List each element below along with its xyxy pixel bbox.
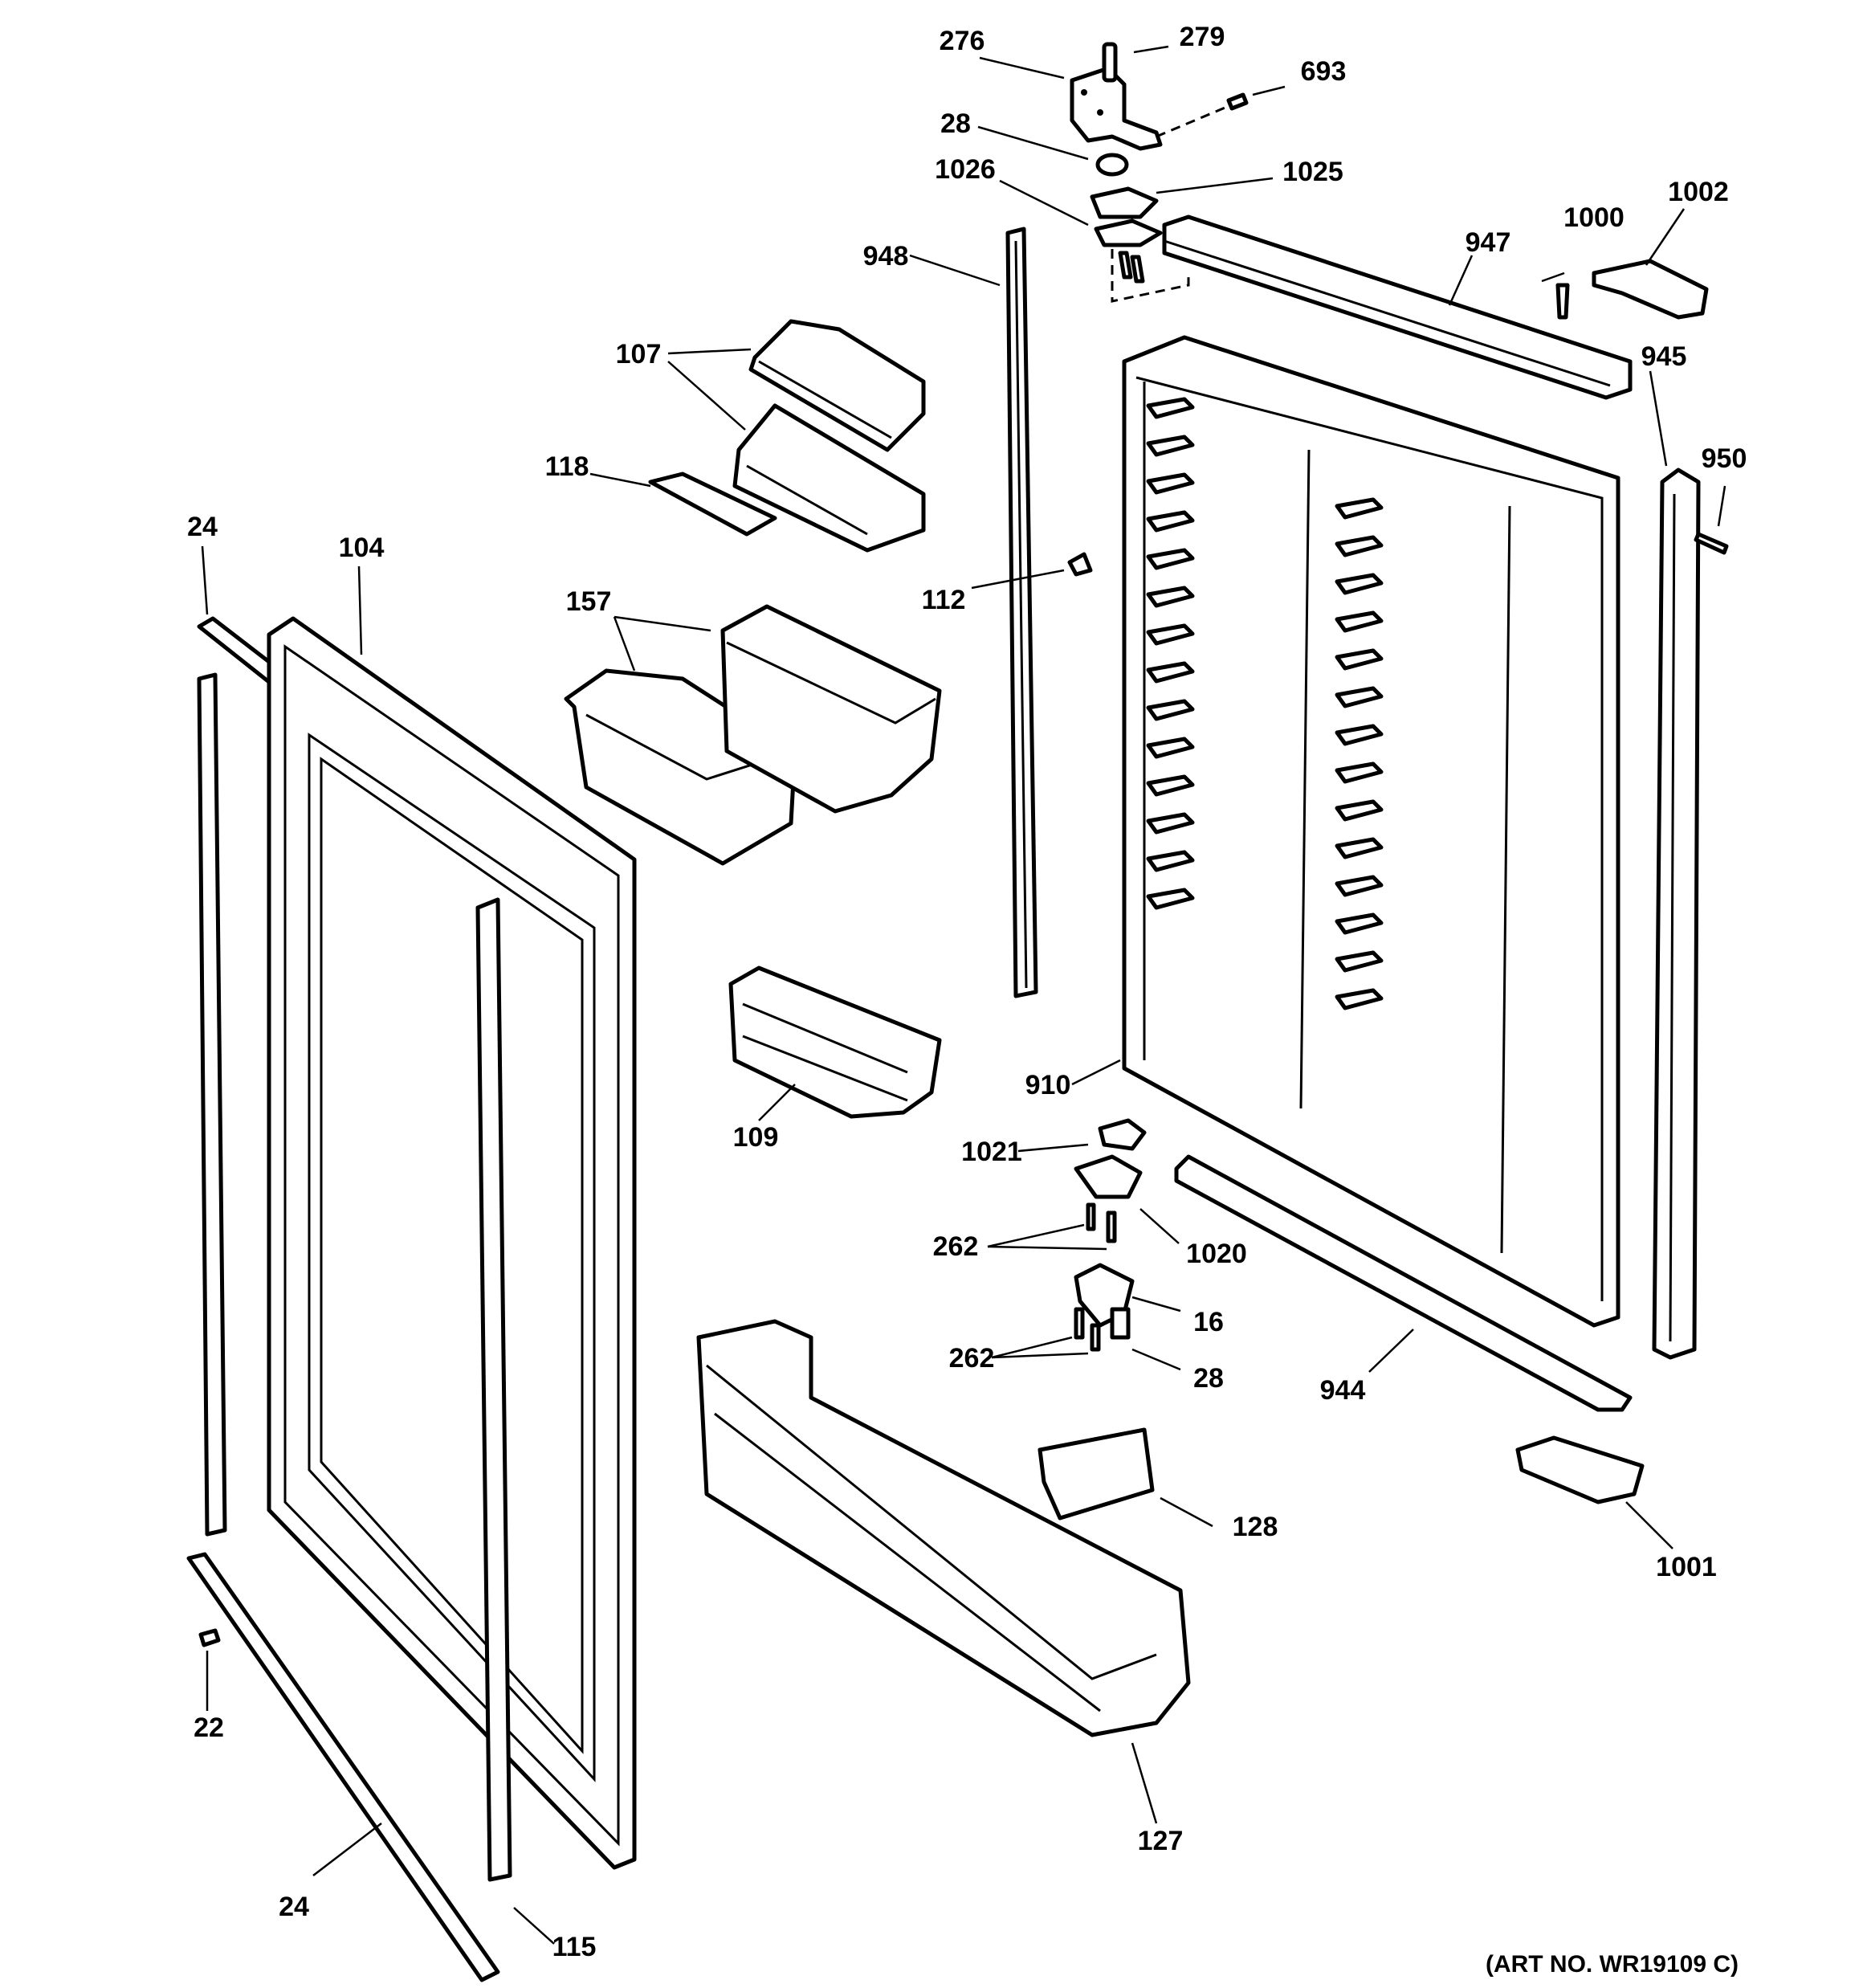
label-1025: 1025 (1282, 157, 1343, 187)
pin-28-bottom (1110, 1307, 1131, 1340)
screw-950 (1694, 532, 1729, 555)
clip-112 (1067, 552, 1093, 577)
shelf-hook (1146, 774, 1195, 797)
shelf-hook (1146, 812, 1195, 835)
shelf-hook (1335, 573, 1384, 595)
art-number: (ART NO. WR19109 C) (1486, 1951, 1739, 1978)
hinge-shim-1020 (1074, 1154, 1143, 1199)
shelf-hook (1146, 623, 1195, 646)
shelf-hook (1335, 724, 1384, 746)
shelf-hook (1335, 497, 1384, 520)
label-1026: 1026 (935, 154, 996, 185)
screws-262-lower (1074, 1307, 1101, 1352)
label-1000: 1000 (1563, 202, 1625, 233)
label-22: 22 (194, 1712, 224, 1743)
label-118: 118 (545, 451, 589, 482)
shelf-hook (1146, 737, 1195, 759)
side-trim-945 (1652, 467, 1701, 1360)
label-947: 947 (1466, 227, 1511, 258)
label-107: 107 (616, 339, 662, 369)
label-157: 157 (566, 586, 612, 617)
shelf-hook (1335, 761, 1384, 784)
label-944: 944 (1320, 1375, 1366, 1406)
shelf-hook (1146, 397, 1195, 419)
label-28-bottom: 28 (1193, 1363, 1224, 1394)
label-276: 276 (940, 26, 985, 56)
label-1002: 1002 (1668, 177, 1729, 207)
side-rail-115 (475, 897, 512, 1882)
label-950: 950 (1702, 443, 1747, 474)
top-trim-947 (1162, 214, 1633, 400)
label-945: 945 (1641, 341, 1687, 372)
rail-24-bottom (186, 1552, 500, 1982)
door-liner-910 (1122, 335, 1620, 1328)
door-gasket-strip-948 (1005, 227, 1038, 998)
label-1021: 1021 (961, 1137, 1022, 1167)
label-1001: 1001 (1656, 1552, 1717, 1582)
shelf-hook (1335, 875, 1384, 897)
bottom-cap-1001 (1515, 1435, 1645, 1504)
label-910: 910 (1025, 1070, 1071, 1100)
bottom-trim-944 (1174, 1154, 1633, 1412)
label-16: 16 (1193, 1307, 1224, 1337)
shelf-hook (1335, 610, 1384, 633)
leader-lines (201, 45, 1726, 1945)
hinge-shim-1021 (1098, 1118, 1147, 1151)
top-cap-1002 (1592, 259, 1709, 320)
shelf-hook (1146, 435, 1195, 457)
label-262-lower: 262 (949, 1343, 995, 1374)
label-115: 115 (552, 1932, 597, 1962)
top-hinge-part (1070, 42, 1163, 151)
label-128: 128 (1233, 1512, 1278, 1542)
screw-693 (1226, 92, 1249, 111)
label-262-upper: 262 (933, 1231, 979, 1262)
shelf-hook (1335, 799, 1384, 822)
bushing-28-top (1095, 153, 1129, 177)
shelf-clip-128 (1037, 1427, 1155, 1521)
shelf-hook (1146, 661, 1195, 684)
hinge-shim-1026 (1094, 218, 1163, 247)
screw-1000 (1555, 283, 1570, 320)
shelf-hook (1335, 950, 1384, 973)
label-112: 112 (922, 585, 966, 615)
ice-bin-107 (732, 319, 926, 553)
label-279: 279 (1180, 22, 1225, 52)
shelf-hook (1146, 548, 1195, 570)
shelf-hook (1335, 988, 1384, 1010)
shelf-hook (1146, 510, 1195, 533)
label-24-bottom: 24 (279, 1892, 309, 1922)
hinge-shim-1025 (1090, 186, 1159, 219)
part-labels: 276 279 693 28 1026 1025 948 947 1000 10… (187, 22, 1747, 1978)
shelf-hook (1146, 699, 1195, 721)
shelf-hook (1335, 912, 1384, 935)
door-gasket-104 (267, 616, 637, 1870)
screws-262-upper (1086, 1202, 1117, 1243)
label-693: 693 (1301, 56, 1347, 87)
side-rail-left (197, 672, 227, 1537)
shelf-hook (1335, 837, 1384, 859)
shelf-hook (1335, 648, 1384, 671)
bin-157-right (720, 604, 942, 814)
bin-109 (728, 965, 942, 1119)
shelf-hook (1335, 535, 1384, 557)
shelf-hook (1335, 686, 1384, 708)
label-127: 127 (1138, 1826, 1184, 1856)
label-28-top: 28 (940, 108, 971, 139)
shelf-hook (1146, 850, 1195, 872)
door-shelf-127 (696, 1319, 1191, 1737)
shelf-hook (1146, 586, 1195, 608)
label-109: 109 (733, 1122, 779, 1153)
shelf-hook (1146, 472, 1195, 495)
tray-118 (648, 471, 777, 537)
screw-22 (198, 1628, 221, 1647)
label-104: 104 (339, 533, 385, 563)
shelf-hook (1146, 888, 1195, 910)
label-1020: 1020 (1186, 1239, 1247, 1269)
label-948: 948 (863, 241, 909, 271)
label-24-top: 24 (187, 512, 218, 542)
